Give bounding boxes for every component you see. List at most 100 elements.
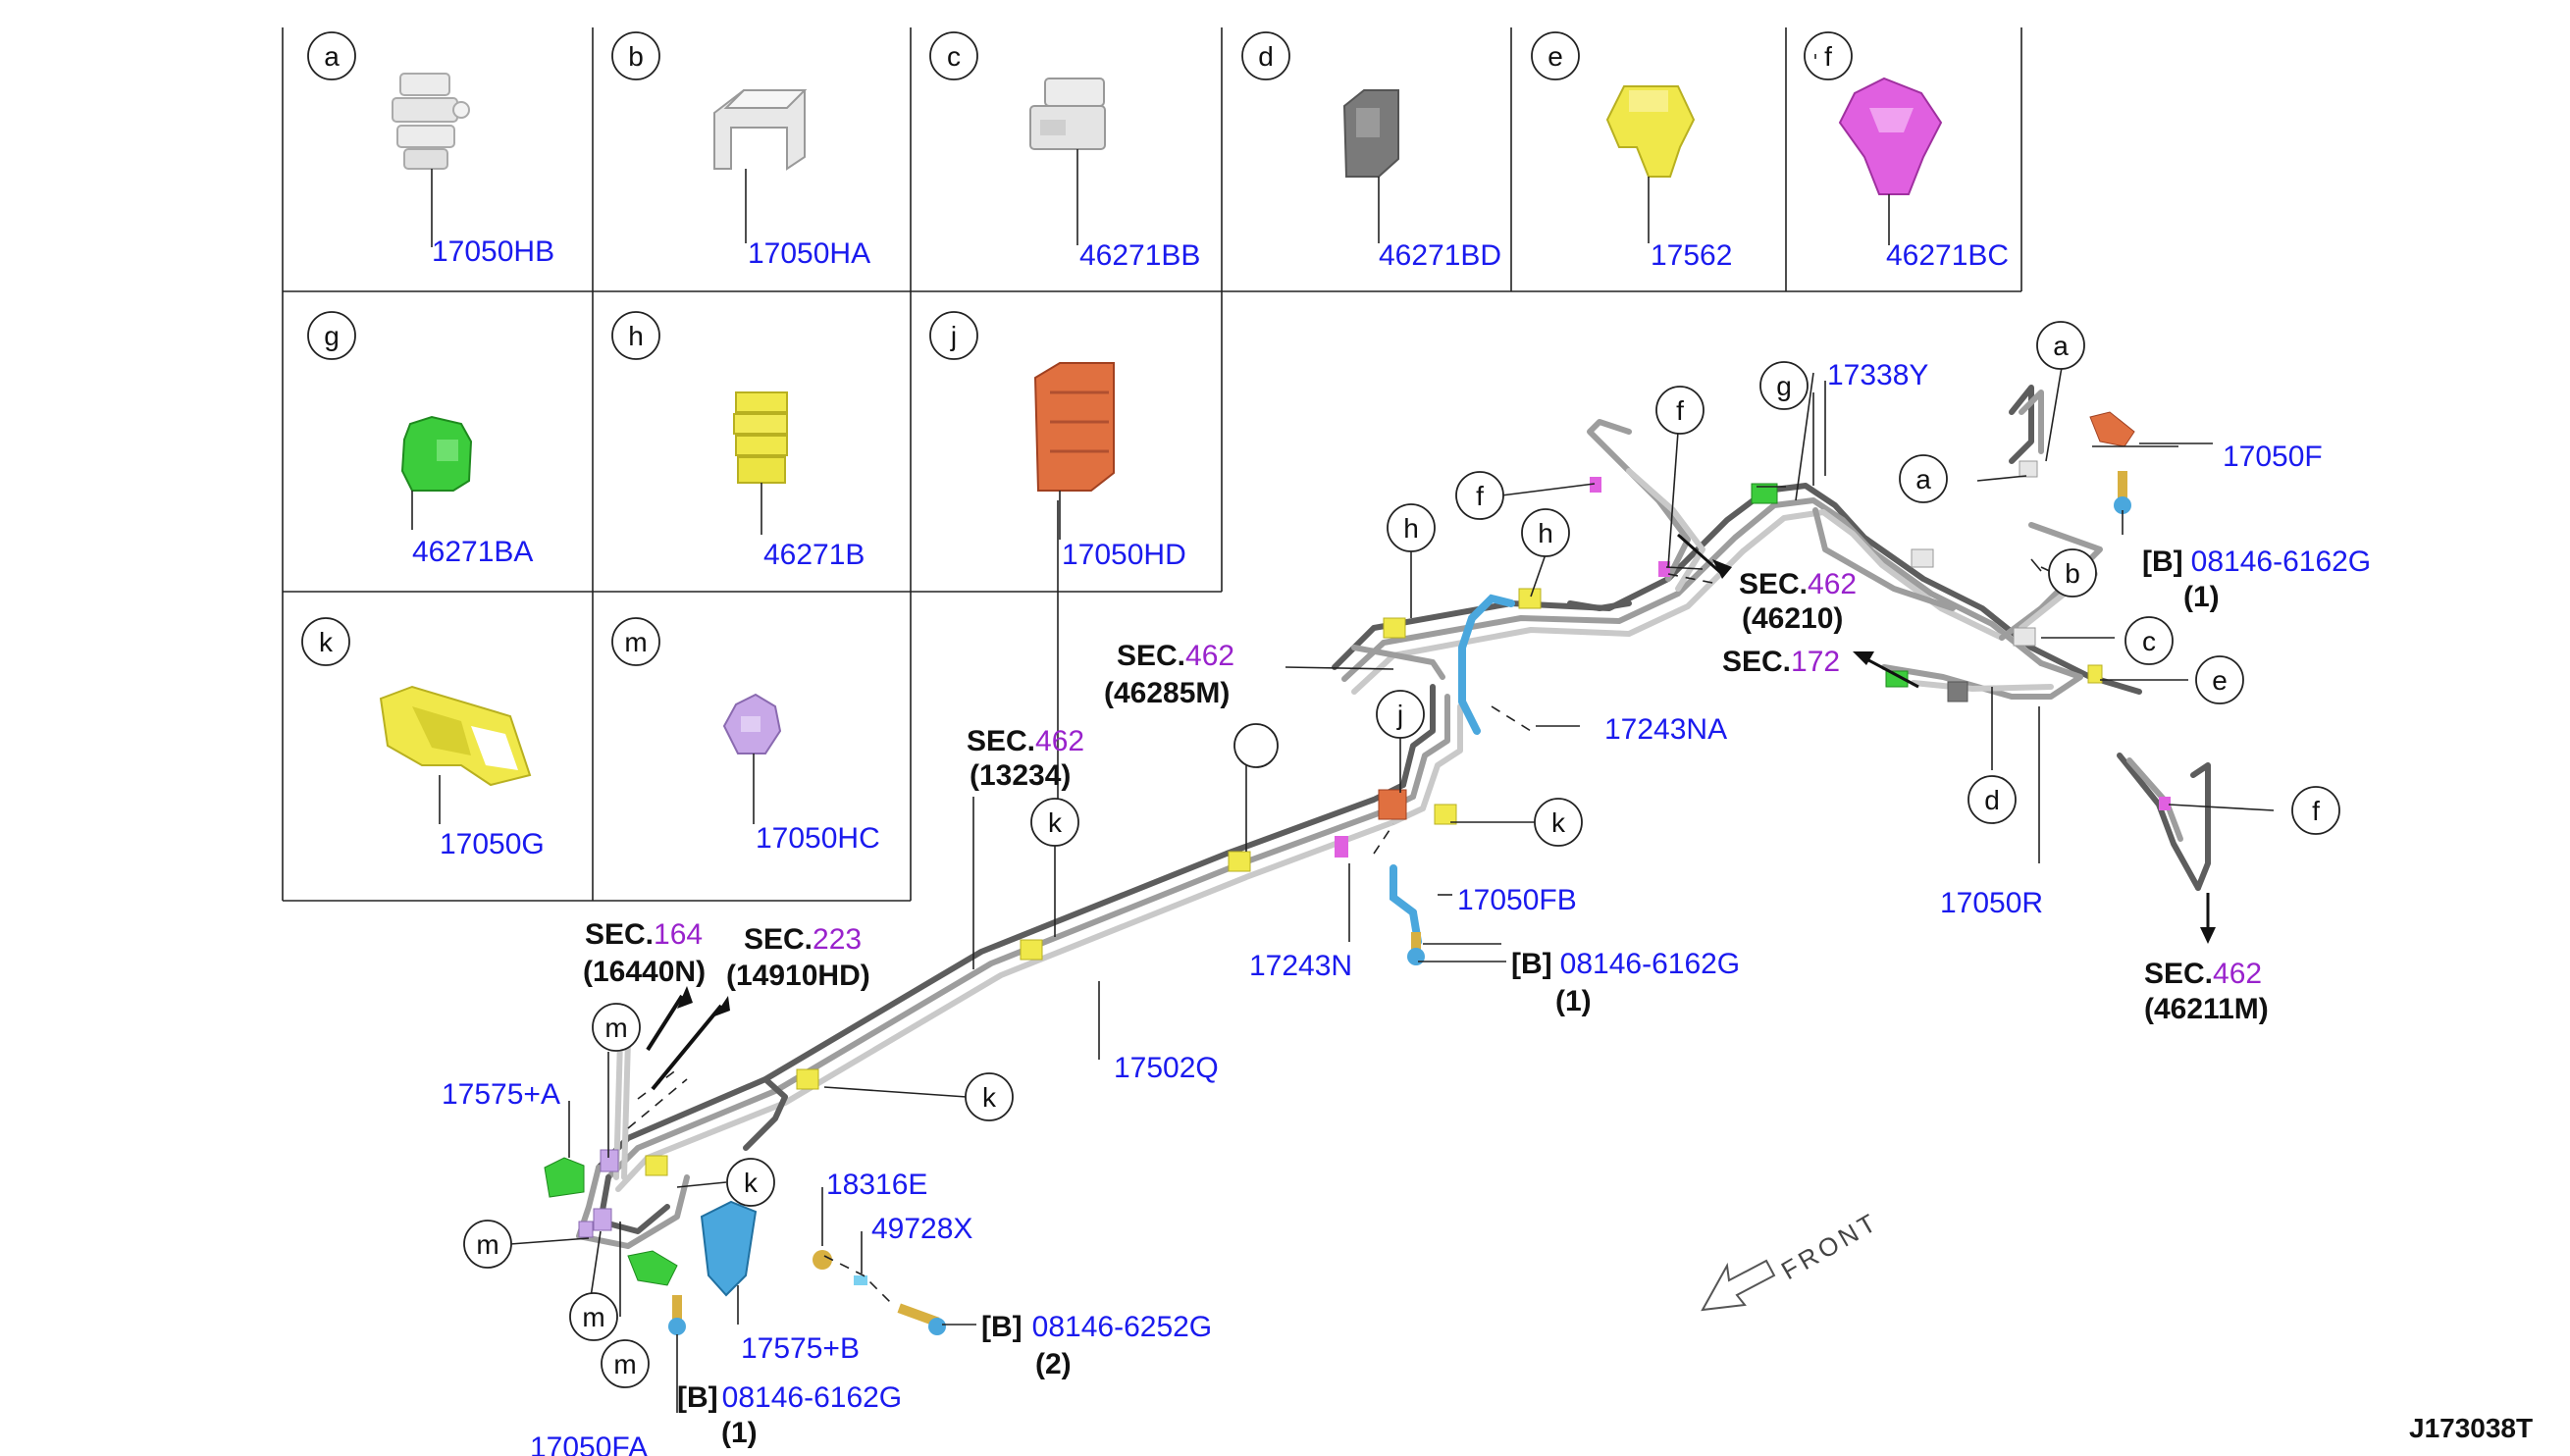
section-ref-462-46211M: SEC.462 (46211M)	[2144, 958, 2269, 1025]
svg-text:f: f	[1476, 481, 1484, 511]
brake-pipe-assembly	[544, 385, 2211, 1335]
svg-text:[B]08146-6162G: [B]08146-6162G	[677, 1381, 902, 1414]
svg-text:SEC.223: SEC.223	[744, 923, 862, 956]
bolt-icon	[668, 471, 2131, 1335]
svg-text:f: f	[2312, 796, 2320, 826]
legend-cell-h: h 46271B	[611, 311, 865, 571]
part-number: 46271B	[763, 539, 865, 571]
white-clip-icon	[713, 89, 808, 171]
svg-text:SEC.462: SEC.462	[1117, 640, 1234, 672]
gray-clip-icon	[1342, 89, 1399, 178]
svg-text:(1): (1)	[2183, 581, 2220, 613]
part-number-18316E: 18316E	[826, 1169, 927, 1201]
svg-text:m: m	[476, 1229, 498, 1260]
callout-k-lower: k	[965, 1072, 1014, 1121]
callout-f-left: f	[1455, 471, 1504, 520]
legend-cell-m: m 17050HC	[611, 617, 880, 855]
section-ref-462-46210: SEC.462 (46210)	[1739, 568, 1857, 635]
svg-text:[B]08146-6162G: [B]08146-6162G	[1511, 948, 1740, 980]
svg-text:b: b	[2065, 558, 2080, 589]
orange-clip-icon	[1033, 362, 1115, 492]
legend-cell-a: a 17050HB	[307, 31, 554, 268]
section-ref-223: SEC.223 (14910HD)	[726, 923, 870, 992]
part-number: 46271BB	[1079, 239, 1200, 272]
gray-clip-icon	[1947, 681, 1968, 702]
part-number: 46271BC	[1886, 239, 2009, 272]
direction-arrows	[646, 533, 2216, 1091]
callout-f-top: f	[1655, 386, 1705, 435]
legend-letter: b	[628, 41, 644, 72]
callout-e: e	[2195, 655, 2244, 704]
callout-k-left: k	[726, 1158, 775, 1207]
callout-b: b	[2048, 548, 2097, 598]
callout-a-left: a	[1899, 454, 1948, 503]
svg-text:h: h	[1538, 518, 1553, 548]
part-number: 17050G	[440, 828, 545, 860]
svg-text:j: j	[1396, 700, 1403, 730]
legend-grid	[282, 27, 2022, 902]
svg-text:m: m	[613, 1349, 636, 1379]
legend-cell-g: g 46271BA	[307, 311, 533, 568]
svg-text:[B]08146-6162G: [B]08146-6162G	[2142, 546, 2371, 578]
section-ref-172: SEC.172	[1722, 646, 1840, 678]
legend-letter: m	[624, 627, 647, 657]
callout-m-lower: m	[569, 1292, 618, 1341]
svg-text:(46285M): (46285M)	[1104, 677, 1230, 709]
svg-text:(1): (1)	[1555, 985, 1592, 1017]
legend-letter: f	[1824, 41, 1832, 72]
callout-m-top: m	[592, 1003, 641, 1052]
part-number-17575B: 17575+B	[741, 1332, 860, 1365]
part-number: 17050HA	[748, 237, 870, 270]
svg-text:f: f	[1676, 395, 1684, 426]
svg-text:g: g	[1776, 371, 1792, 401]
svg-text:[B]08146-6252G: [B]08146-6252G	[981, 1311, 1212, 1343]
yellow-clip-icon	[733, 391, 788, 484]
green-clip-icon	[544, 483, 1909, 1286]
legend-cell-b: b 17050HA	[611, 31, 870, 270]
legend-cell-c: c 46271BB	[929, 31, 1200, 272]
part-number-17575A: 17575+A	[442, 1078, 560, 1111]
legend-cell-k: k 17050G	[301, 617, 545, 860]
svg-text:(13234): (13234)	[970, 759, 1071, 792]
svg-text:c: c	[2142, 626, 2156, 656]
legend-letter: k	[319, 627, 334, 657]
callout-m-left: m	[463, 1220, 512, 1269]
svg-text:d: d	[1984, 785, 2000, 815]
callout-a-top: a	[2036, 321, 2085, 370]
yellow-clip-icon	[379, 685, 532, 787]
legend-cell-e: e 17562	[1531, 31, 1732, 272]
svg-text:h: h	[1403, 513, 1419, 544]
legend-letter: c	[947, 41, 961, 72]
legend-letter: d	[1258, 41, 1274, 72]
svg-text:(14910HD): (14910HD)	[726, 960, 870, 992]
part-number: 17050HB	[432, 235, 554, 268]
part-number-17338Y: 17338Y	[1827, 359, 1928, 391]
callout-m-bottom: m	[601, 1339, 650, 1388]
part-number-17502Q: 17502Q	[1114, 1052, 1219, 1084]
svg-text:(46211M): (46211M)	[2144, 993, 2269, 1025]
legend-letter: j	[950, 321, 957, 351]
svg-text:SEC.172: SEC.172	[1722, 646, 1840, 678]
legend-cell-f: f 46271BC	[1804, 31, 2009, 272]
part-number: 46271BA	[412, 536, 533, 568]
green-clip-icon	[400, 415, 473, 492]
svg-text:(46210): (46210)	[1742, 602, 1843, 635]
legend-cell-d: d 46271BD	[1241, 31, 1501, 272]
white-clip-icon	[392, 73, 470, 170]
white-clip-icon	[1029, 78, 1106, 150]
part-number-17050F: 17050F	[2223, 441, 2323, 473]
front-indicator: FRONT	[1701, 1206, 1884, 1312]
white-clip-icon	[1911, 460, 2038, 647]
magenta-clip-icon	[1335, 477, 2171, 858]
svg-text:m: m	[582, 1302, 604, 1332]
svg-text:(1): (1)	[721, 1417, 758, 1449]
lavender-clip-icon	[578, 1149, 619, 1238]
callout-g: g	[1759, 361, 1809, 410]
callout-h-right: h	[1521, 508, 1570, 557]
svg-text:SEC.462: SEC.462	[2144, 958, 2262, 990]
svg-text:SEC.462: SEC.462	[1739, 568, 1857, 600]
svg-text:m: m	[604, 1013, 627, 1043]
svg-text:k: k	[1048, 807, 1063, 838]
svg-text:k: k	[1551, 807, 1566, 838]
legend-letter: g	[324, 321, 340, 351]
